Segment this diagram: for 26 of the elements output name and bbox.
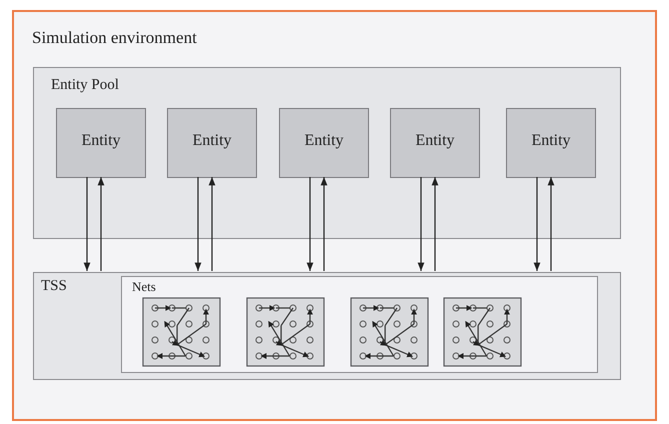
- node-label: Entity: [81, 132, 121, 150]
- arrow: [548, 177, 554, 271]
- node-label: Entity: [531, 132, 571, 150]
- entity-box: [506, 108, 596, 178]
- node-label: Entity: [415, 132, 455, 150]
- arrow: [418, 177, 424, 271]
- node-label: Simulation environment: [32, 28, 197, 48]
- environment-panel: [12, 10, 657, 421]
- arrow: [84, 177, 90, 271]
- entity-box: [279, 108, 369, 178]
- arrow: [194, 177, 202, 271]
- node-label: Entity: [192, 132, 232, 150]
- entity-box: [56, 108, 146, 178]
- pool-panel: [33, 67, 621, 239]
- node-label: Nets: [132, 279, 156, 295]
- node-label: Entity: [304, 132, 344, 150]
- arrow: [98, 177, 104, 271]
- arrow: [534, 177, 540, 271]
- node-label: TSS: [41, 278, 67, 295]
- arrow: [208, 177, 216, 271]
- arrow: [432, 177, 438, 271]
- node-label: Entity Pool: [51, 77, 119, 94]
- arrow: [306, 177, 314, 271]
- entity-box: [167, 108, 257, 178]
- entity-box: [390, 108, 480, 178]
- arrow: [320, 177, 328, 271]
